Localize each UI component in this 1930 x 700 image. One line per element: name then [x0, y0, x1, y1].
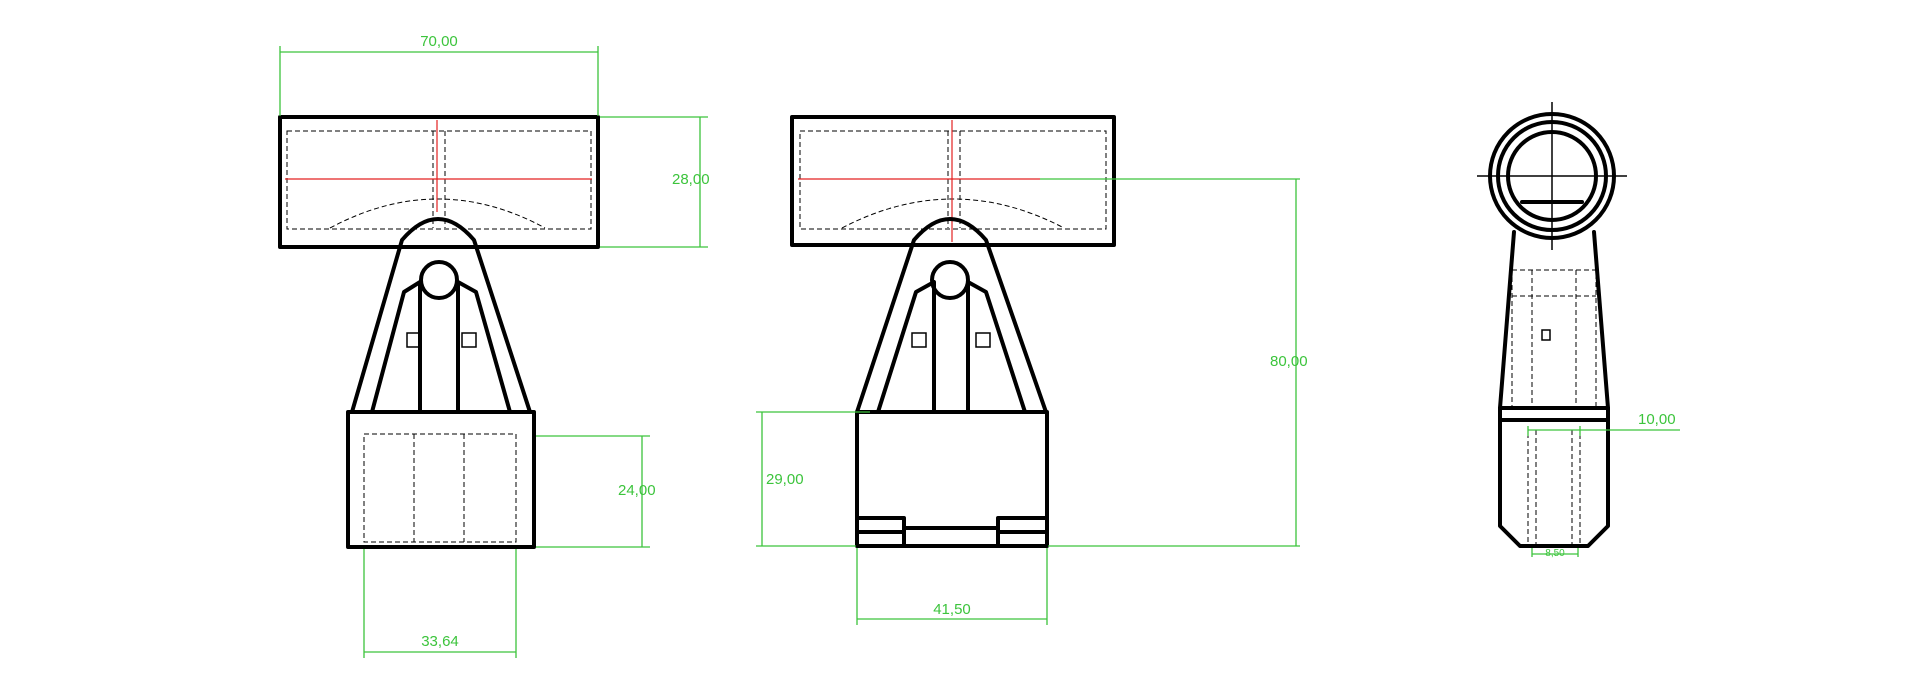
end-base-outline [1498, 406, 1610, 548]
end-view: 10,00 8,50 [1477, 102, 1680, 559]
front-arm-slot-right [456, 280, 512, 414]
side-arm-slot-left [876, 280, 936, 414]
front-square-left [406, 332, 422, 348]
dim-end-width: 10,00 [1638, 411, 1676, 428]
dim-front-width: 70,00 [420, 33, 458, 50]
front-arm-outline [350, 217, 532, 414]
front-square-right [461, 332, 477, 348]
side-square-left [911, 332, 927, 348]
dim-side-total-height: 80,00 [1270, 353, 1308, 370]
dim-front-height: 28,00 [672, 171, 710, 188]
dim-front-base-width: 33,64 [421, 633, 459, 650]
dim-side-base-width: 41,50 [933, 601, 971, 618]
side-tube-bore [799, 130, 1107, 230]
end-arm-outline [1498, 230, 1610, 410]
front-pivot-hole [419, 260, 459, 300]
side-arm-slot-right [966, 280, 1027, 414]
front-tube-outline [278, 115, 600, 249]
front-tube-bore [286, 130, 592, 230]
side-tube-outline [790, 115, 1116, 247]
front-view: 70,00 28,00 24,00 33,64 [278, 33, 710, 658]
dim-side-lower-height: 29,00 [766, 471, 804, 488]
side-square-right [975, 332, 991, 348]
side-arm-outline [855, 217, 1048, 414]
front-base-outline [346, 410, 536, 549]
side-pivot-hole [930, 260, 970, 300]
side-base-slot [855, 516, 1049, 530]
side-view: 29,00 80,00 41,50 [756, 115, 1308, 625]
dim-end-small: 8,50 [1545, 548, 1565, 559]
dim-front-lower-height: 24,00 [618, 482, 656, 499]
side-base-outline [855, 410, 1049, 548]
